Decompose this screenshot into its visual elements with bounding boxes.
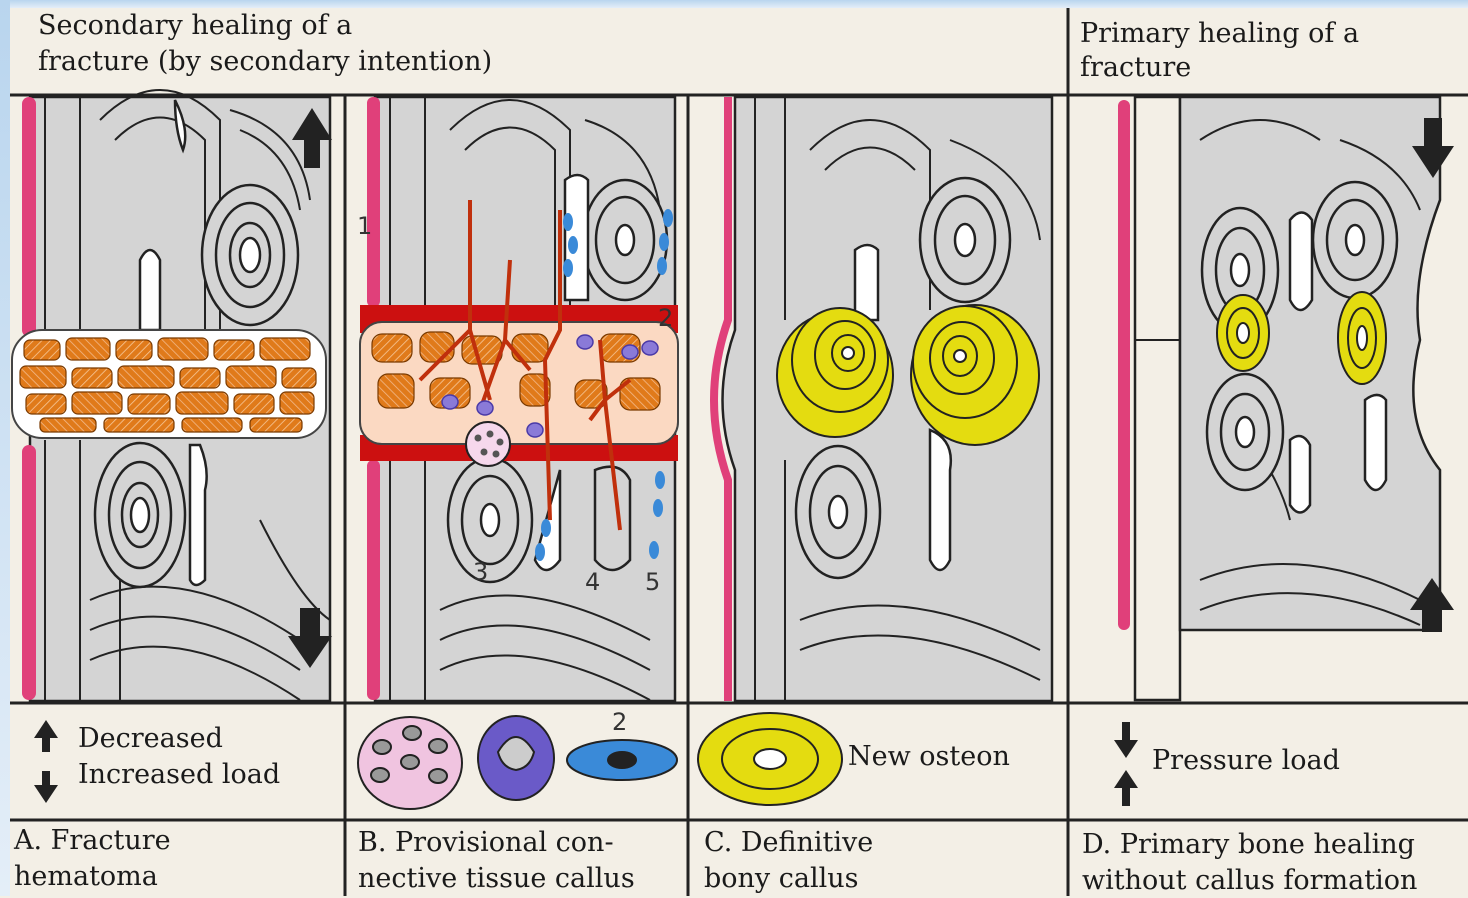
- panel-d-title-line2: without callus formation: [1082, 864, 1417, 898]
- legend-new-osteon: [698, 713, 842, 805]
- legend-cell-number: 2: [612, 708, 627, 736]
- panel-a-periosteum-bottom: [22, 445, 36, 700]
- legend-pressure-load: Pressure load: [1152, 744, 1340, 778]
- panel-a-title-line1: A. Fracture: [14, 824, 171, 858]
- panel-b-periosteum-bottom: [367, 460, 380, 700]
- marker-5: 5: [645, 568, 660, 596]
- panel-c-title-line2: bony callus: [704, 862, 859, 896]
- legend-increased-load: Increased load: [78, 758, 280, 792]
- marker-3: 3: [473, 558, 488, 586]
- panel-d-periosteum: [1118, 100, 1130, 630]
- legend-fibroblast-cell: [567, 740, 677, 780]
- panel-a-title-line2: hematoma: [14, 860, 158, 894]
- marker-4: 4: [585, 568, 600, 596]
- legend-arrow-down-icon: [34, 771, 58, 803]
- marker-1: 1: [357, 212, 372, 240]
- secondary-header-line1: Secondary healing of a: [38, 8, 352, 44]
- panel-d-title-line1: D. Primary bone healing: [1082, 828, 1415, 862]
- marker-2: 2: [658, 304, 673, 332]
- panel-b-title-line2: nective tissue callus: [358, 862, 635, 896]
- panel-b-title-line1: B. Provisional con-: [358, 826, 614, 860]
- panel-a-periosteum-top: [22, 97, 36, 337]
- panel-d-bone: [1135, 97, 1440, 700]
- panel-c-title-line1: C. Definitive: [704, 826, 873, 860]
- legend-macrophage-cell: [478, 716, 554, 800]
- panel-b-periosteum-top: [367, 97, 380, 307]
- primary-header-line1: Primary healing of a: [1080, 16, 1359, 52]
- legend-arrow-up-icon: [34, 720, 58, 752]
- panel-a-hematoma: [12, 330, 326, 438]
- legend-pressure-down-icon: [1114, 722, 1138, 758]
- primary-header-line2: fracture: [1080, 50, 1191, 86]
- secondary-header-line2: fracture (by secondary intention): [38, 44, 492, 80]
- legend-decreased: Decreased: [78, 722, 223, 756]
- legend-new-osteon-label: New osteon: [848, 740, 1010, 774]
- legend-pressure-up-icon: [1114, 770, 1138, 806]
- legend-platelet-cell: [358, 717, 462, 809]
